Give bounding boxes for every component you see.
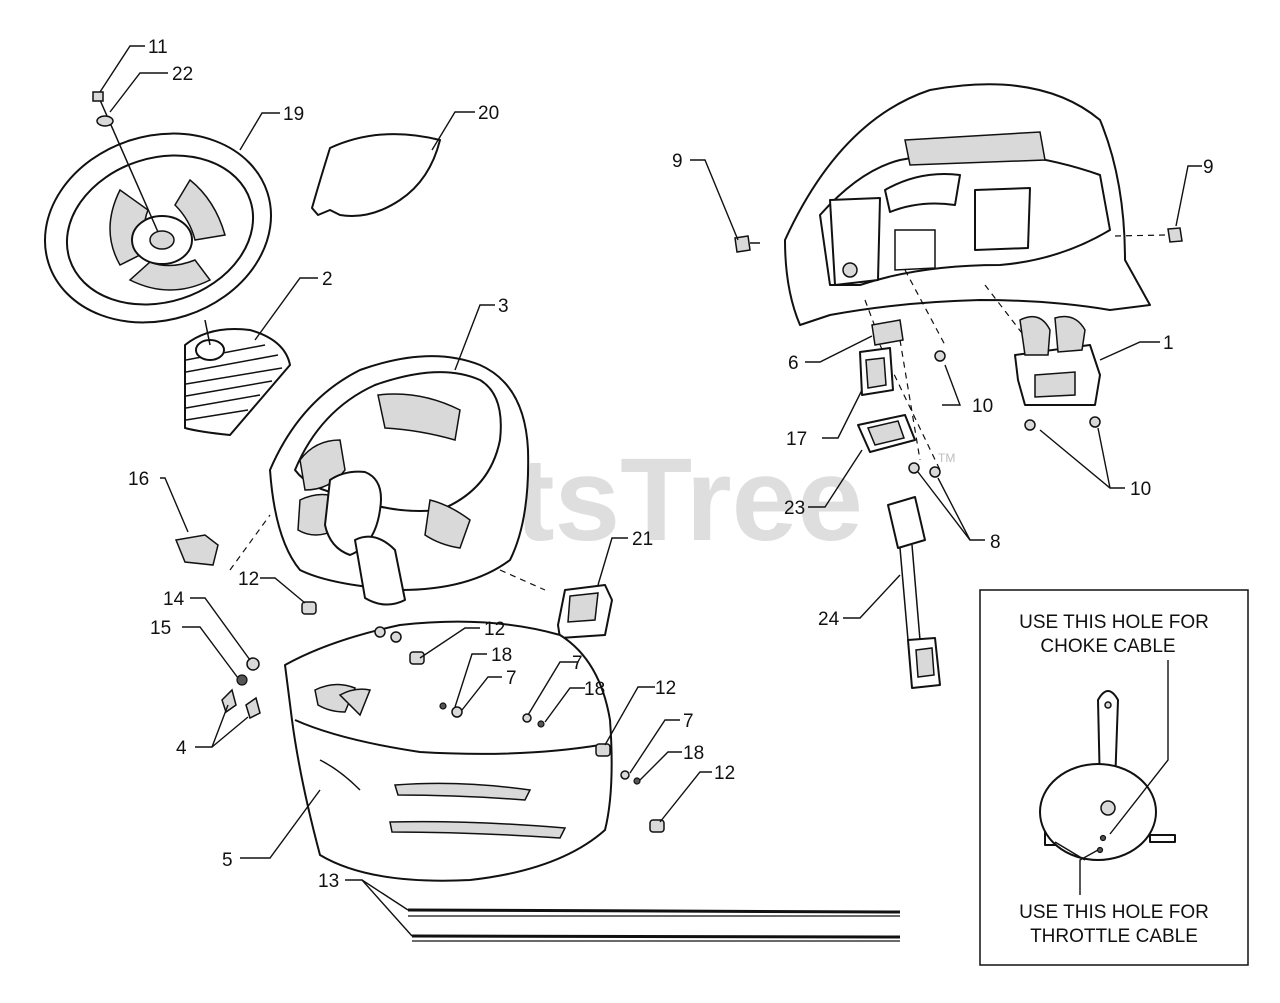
callout-12-b: 12 (484, 619, 505, 640)
callout-12-a: 12 (238, 569, 259, 590)
callout-17: 17 (786, 429, 807, 450)
inset-bottom-line2: THROTTLE CABLE (1030, 926, 1198, 947)
dash-cover (311, 133, 441, 217)
ignition-components (857, 319, 941, 689)
callout-9-b: 9 (1203, 157, 1214, 178)
throttle-control (934, 315, 1101, 431)
callout-4: 4 (176, 738, 187, 759)
watermark-trademark: TM (938, 451, 955, 465)
callout-18-a: 18 (491, 645, 512, 666)
inset-lever-drawing (1039, 690, 1176, 861)
callout-7-c: 7 (683, 711, 694, 732)
screws-9 (734, 227, 1183, 253)
callout-18-c: 18 (683, 743, 704, 764)
callout-18-b: 18 (584, 679, 605, 700)
steering-nut-and-washer (92, 91, 114, 127)
callout-23: 23 (784, 498, 805, 519)
callout-15: 15 (150, 618, 171, 639)
bracket-16 (174, 534, 219, 566)
callout-13: 13 (318, 871, 339, 892)
dash-underside-view (784, 83, 1151, 326)
steering-boot (184, 319, 291, 436)
callout-1: 1 (1163, 333, 1174, 354)
callout-21: 21 (632, 529, 653, 550)
callout-5: 5 (222, 850, 233, 871)
leader-lines (99, 45, 1202, 937)
fasteners (221, 601, 665, 833)
callout-22: 22 (172, 64, 193, 85)
callout-16: 16 (128, 469, 149, 490)
inset-box: USE THIS HOLE FOR CHOKE CABLE USE THIS H… (979, 589, 1249, 966)
lower-dash-panel (284, 620, 613, 882)
callout-2: 2 (322, 269, 333, 290)
steering-wheel (43, 99, 273, 324)
callout-12-c: 12 (655, 678, 676, 699)
inset-top-line1: USE THIS HOLE FOR (1019, 612, 1209, 633)
trim-strips (407, 908, 901, 942)
callout-7-b: 7 (572, 653, 583, 674)
callout-11: 11 (148, 37, 168, 58)
callout-19: 19 (283, 104, 304, 125)
callout-10-b: 10 (1130, 479, 1151, 500)
callout-8: 8 (990, 532, 1001, 553)
inset-bottom-line1: USE THIS HOLE FOR (1019, 902, 1209, 923)
upper-dash-panel (269, 355, 530, 606)
callout-3: 3 (498, 296, 509, 317)
callout-10-a: 10 (972, 396, 993, 417)
callout-24: 24 (818, 609, 840, 630)
callout-9-a: 9 (672, 151, 683, 172)
callout-12-d: 12 (714, 763, 735, 784)
callout-7-a: 7 (506, 668, 517, 689)
callout-6: 6 (788, 353, 799, 374)
callout-labels: 11 22 19 20 2 3 16 21 12 14 15 12 18 7 7… (128, 37, 1214, 892)
inset-top-line2: CHOKE CABLE (1040, 636, 1175, 657)
callout-20: 20 (478, 103, 499, 124)
callout-14: 14 (163, 589, 185, 610)
